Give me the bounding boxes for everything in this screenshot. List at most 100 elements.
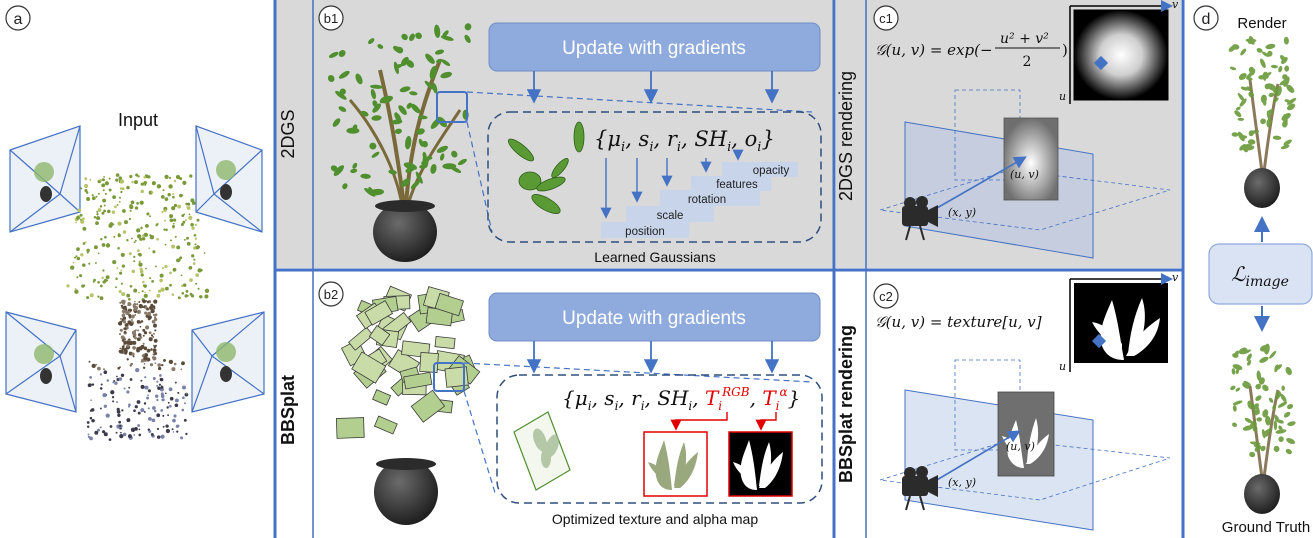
row-label-bbsplat: BBSplat [278, 375, 298, 445]
plant-leaf [410, 103, 421, 114]
billboard-quad [373, 415, 398, 435]
point-cloud-point [148, 430, 152, 433]
formula-gaussian: 𝒢(u, v) = exp(− [875, 41, 993, 59]
zoom-line-b2-bottom [463, 390, 497, 497]
point-cloud-point [189, 292, 193, 296]
point-cloud-point [121, 345, 125, 349]
plant-leaf [1277, 401, 1288, 408]
point-cloud-point [157, 363, 162, 367]
plant-leaf [342, 183, 348, 190]
point-cloud-point [188, 265, 193, 270]
camera-frustum-bottom-right [191, 311, 265, 413]
param-label-features: features [716, 179, 758, 191]
plant-leaf [338, 70, 350, 79]
point-cloud-point [156, 184, 162, 189]
point-cloud-point [121, 347, 125, 351]
point-cloud-point [120, 335, 125, 340]
point-cloud-point [137, 175, 140, 178]
point-cloud-point [156, 380, 159, 383]
plant-leaf [442, 30, 449, 38]
point-cloud-point [154, 362, 157, 365]
point-cloud-point [151, 181, 156, 186]
point-cloud-point [136, 228, 141, 233]
point-cloud-point [126, 358, 129, 361]
row-label-2dgs: 2DGS [278, 109, 298, 158]
plant-leaf [1242, 347, 1246, 355]
plant-leaf [360, 110, 369, 117]
point-cloud-point [191, 254, 195, 258]
point-cloud-point [165, 424, 169, 428]
plant-leaf [439, 153, 445, 161]
update-box-b2 [488, 292, 821, 342]
point-cloud-point [193, 234, 197, 237]
panel-a: a Input [5, 5, 265, 441]
point-cloud-point [159, 374, 162, 377]
point-cloud-point [194, 243, 197, 246]
plant-leaf [429, 65, 437, 80]
plant-leaf [1247, 139, 1256, 145]
update-arrows-b1 [526, 71, 780, 104]
point-cloud-point [111, 396, 115, 399]
point-cloud-point [80, 253, 84, 257]
point-cloud-point [151, 418, 156, 423]
point-cloud-point [189, 174, 193, 178]
plant-leaf [371, 151, 380, 158]
point-cloud-point [134, 426, 138, 431]
point-cloud-point [81, 217, 85, 221]
point-cloud-point [168, 404, 172, 408]
point-cloud-point [120, 252, 125, 257]
point-cloud-point [195, 282, 198, 285]
zoom-line-b2-top [463, 362, 813, 383]
point-cloud-point [138, 301, 141, 303]
param-label-opacity: opacity [753, 165, 790, 177]
point-cloud-point [126, 293, 131, 298]
point-cloud-point [137, 291, 140, 294]
plant-leaf [1282, 120, 1288, 128]
plant-leaf [1286, 437, 1296, 445]
point-cloud-point [100, 237, 103, 241]
point-cloud-point [76, 215, 80, 220]
point-cloud-point [147, 175, 151, 179]
plant-leaf [1261, 428, 1266, 439]
title-bbsplat-rendering: BBSplat rendering [836, 325, 856, 483]
param-bar-features [691, 176, 771, 191]
point-cloud-point [123, 319, 126, 322]
point-cloud-point [135, 367, 140, 373]
point-cloud-point [137, 252, 141, 256]
point-cloud-point [146, 396, 150, 400]
plant-leaf [1275, 429, 1287, 434]
plant-leaf [405, 135, 412, 150]
plant-leaf [1232, 422, 1237, 428]
point-cloud-point [101, 276, 104, 280]
point-cloud-point [183, 238, 186, 241]
point-cloud-point [113, 235, 116, 238]
point-cloud-point [84, 241, 87, 244]
point-cloud-point [101, 178, 105, 182]
point-cloud-point [152, 348, 157, 353]
plant-leaf [1247, 360, 1252, 366]
point-cloud-point [143, 362, 146, 365]
point-cloud-point [172, 267, 177, 272]
point-cloud-point [129, 209, 132, 212]
point-cloud-point [121, 292, 126, 297]
point-cloud-point [163, 358, 166, 362]
plant-leaf [346, 127, 360, 134]
point-cloud-point [143, 346, 148, 351]
point-cloud-point [183, 418, 187, 422]
point-cloud-point [120, 304, 124, 308]
point-cloud-point [119, 328, 123, 332]
point-cloud-point [86, 248, 90, 253]
point-cloud-point [132, 346, 136, 350]
point-cloud-point [144, 385, 149, 390]
point-cloud-point [140, 189, 144, 194]
point-cloud-point [164, 392, 167, 395]
point-cloud-point [144, 376, 147, 379]
point-cloud-point [154, 329, 157, 332]
plant-leaf [350, 168, 358, 174]
params-formula-b2: {μi, si, ri, SHi, TiRGB, Tiα} [562, 385, 800, 413]
plant-leaf [372, 103, 382, 113]
point-cloud-point [154, 313, 158, 317]
point-cloud-point [129, 378, 133, 381]
point-cloud-point [100, 284, 103, 288]
point-cloud-point [181, 385, 187, 390]
